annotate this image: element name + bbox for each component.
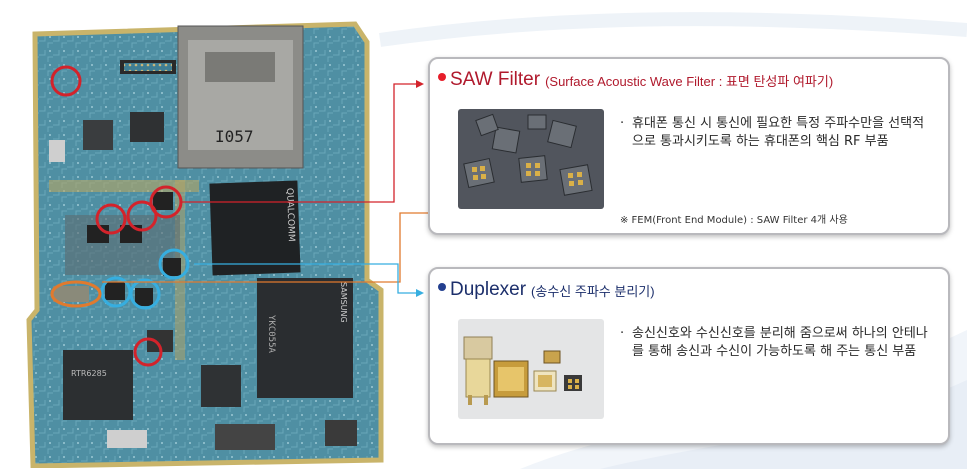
duplexer-title: Duplexer (450, 279, 527, 300)
saw-bullet-icon (438, 73, 446, 81)
pcb-board-image: I057 QUALCOMM SAMSUNG YKC055A RTR6285 (26, 21, 384, 468)
fem-note: ※ FEM(Front End Module) : SAW Filter 4개 … (620, 215, 848, 226)
duplexer-photo (458, 319, 604, 419)
duplexer-description: · 송신신호와 수신신호를 분리해 줌으로써 하나의 안테나를 통해 송신과 수… (620, 325, 935, 361)
saw-description-text: 휴대폰 통신 시 통신에 필요한 특정 주파수만을 선택적으로 통과시키도록 하… (632, 116, 925, 149)
duplexer-bullet-icon (438, 283, 446, 291)
duplexer-heading: Duplexer(송수신 주파수 분리기) (438, 279, 655, 301)
saw-description-bullet: · (620, 116, 625, 131)
saw-filter-heading: SAW Filter(Surface Acoustic Wave Filter … (438, 69, 833, 91)
saw-filter-subtitle: (Surface Acoustic Wave Filter : 표면 탄성파 여… (545, 73, 834, 89)
saw-filter-description: · 휴대폰 통신 시 통신에 필요한 특정 주파수만을 선택적으로 통과시키도록… (620, 115, 935, 151)
samsung-code-marking: YKC055A (266, 315, 276, 354)
saw-filter-card: SAW Filter(Surface Acoustic Wave Filter … (428, 57, 950, 235)
duplexer-description-text: 송신신호와 수신신호를 분리해 줌으로써 하나의 안테나를 통해 송신과 수신이… (632, 326, 928, 359)
duplexer-subtitle: (송수신 주파수 분리기) (531, 283, 655, 299)
qualcomm-marking: QUALCOMM (284, 188, 296, 242)
rtr-marking: RTR6285 (71, 369, 107, 378)
saw-filter-title: SAW Filter (450, 69, 541, 90)
duplexer-description-bullet: · (620, 326, 625, 341)
duplexer-card: Duplexer(송수신 주파수 분리기) · 송신신호와 수신신호를 분리해 … (428, 267, 950, 445)
connector-marking: I057 (215, 127, 254, 146)
samsung-marking: SAMSUNG (339, 282, 348, 323)
saw-filter-photo (458, 109, 604, 209)
